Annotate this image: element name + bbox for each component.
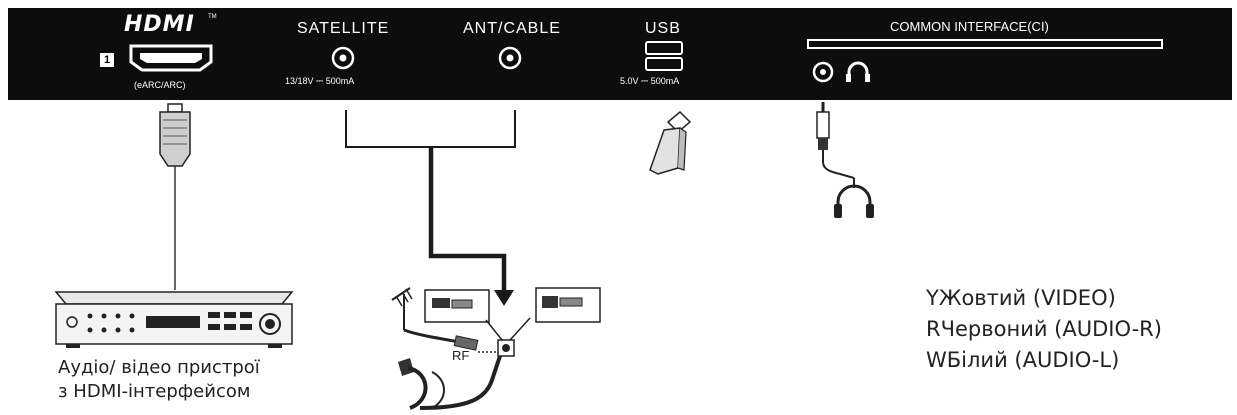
rf-label: RF (452, 348, 470, 363)
headphones-icon (834, 184, 874, 218)
legend-text: Білий (AUDIO-L) (946, 348, 1120, 372)
hdmi-tm-mark: TM (208, 14, 217, 20)
usb-port-icon (645, 41, 683, 71)
antenna-connection-lines (345, 110, 516, 306)
satellite-spec: 13/18V ⎓ 500mA (285, 76, 355, 86)
legend-key: Y (926, 286, 939, 310)
usb-label: USB (645, 20, 681, 37)
satellite-port-icon (331, 46, 355, 70)
ci-slot (807, 39, 1163, 49)
ant-cable-port-icon (498, 46, 522, 70)
legend-item-red: RЧервоний (AUDIO-R) (926, 314, 1162, 345)
headphone-symbol-icon (846, 61, 870, 82)
ant-cable-label: ANT/CABLE (463, 20, 561, 37)
legend-item-yellow: YЖовтий (VIDEO) (926, 283, 1162, 314)
hdmi-port-number: 1 (100, 53, 114, 67)
hdmi-logo: HDMI (124, 12, 195, 37)
usb-spec: 5.0V ⎓ 500mA (620, 76, 680, 86)
hdmi-cable (159, 103, 191, 290)
av-device-icon (54, 291, 294, 348)
hdmi-port-icon (129, 44, 213, 72)
legend-text: Жовтий (VIDEO) (938, 286, 1116, 310)
headphone-jack-icon (812, 61, 834, 83)
legend-key: R (926, 317, 941, 341)
usb-stick-icon (649, 110, 692, 175)
device-caption-line1: Аудіо/ відео пристрої (58, 357, 260, 378)
legend-item-white: WБілий (AUDIO-L) (926, 345, 1162, 376)
device-caption-line2: з HDMI-інтерфейсом (58, 381, 251, 402)
satellite-label: SATELLITE (297, 20, 390, 37)
legend-key: W (926, 348, 947, 372)
headphone-cable (816, 102, 855, 188)
hdmi-sublabel: (eARC/ARC) (134, 80, 186, 90)
color-legend: YЖовтий (VIDEO) RЧервоний (AUDIO-R) WБіл… (926, 283, 1162, 376)
ci-label: COMMON INTERFACE(CI) (890, 19, 1049, 34)
legend-text: Червоний (AUDIO-R) (940, 317, 1162, 341)
device-caption: Аудіо/ відео пристрої з HDMI-інтерфейсом (58, 356, 260, 404)
antenna-wiring-illustration (391, 287, 601, 410)
